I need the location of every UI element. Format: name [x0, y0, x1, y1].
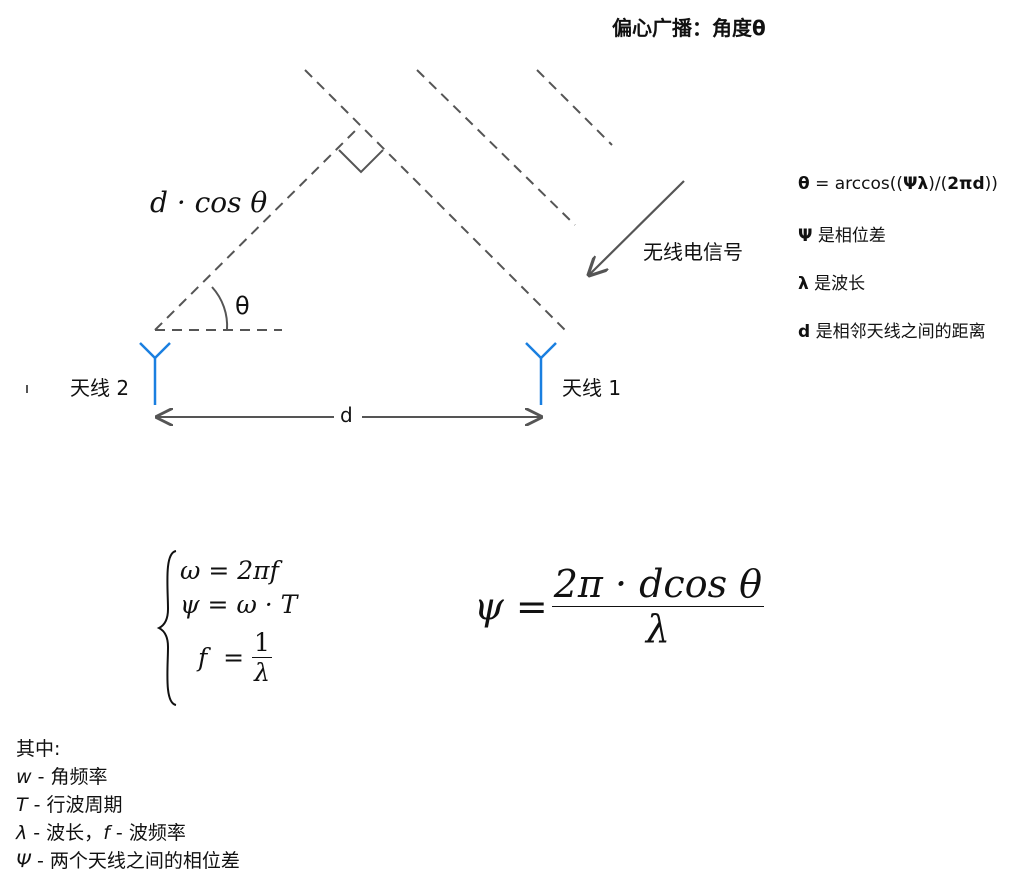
- legend-item-lambda: λ - 波长，f - 波频率: [16, 822, 186, 844]
- note-d: d 是相邻天线之间的距离: [798, 322, 986, 342]
- page-title: 偏心广播：角度θ: [612, 16, 766, 40]
- dcos-label: d · cos θ: [150, 186, 268, 219]
- antenna-2-label: 天线 2: [70, 376, 130, 400]
- distance-label: d: [340, 403, 353, 427]
- antenna-1-label: 天线 1: [562, 376, 622, 400]
- equation-psi-omega: ψ = ω · T: [180, 590, 298, 619]
- legend-item-w: w - 角频率: [16, 766, 108, 788]
- system-brace: [156, 550, 177, 706]
- wavefront-line-2: [416, 69, 576, 226]
- theta-label: θ: [235, 292, 250, 320]
- legend-item-psi: Ψ - 两个天线之间的相位差: [16, 850, 240, 872]
- legend-heading: 其中:: [16, 738, 61, 760]
- legend-item-t: T - 行波周期: [16, 794, 123, 816]
- wavefront-line-1: [304, 69, 569, 334]
- equation-omega: ω = 2πf: [180, 556, 279, 585]
- projection-line: [154, 127, 359, 331]
- right-angle-mark: [338, 149, 384, 174]
- signal-arrow: [589, 180, 685, 275]
- theta-arc: [211, 286, 229, 331]
- antenna-1-icon: [525, 342, 557, 405]
- note-lambda: λ 是波长: [798, 274, 866, 294]
- antenna-2-icon: [139, 342, 171, 405]
- formula-theta: θ = arccos((Ψλ)/(2πd)): [798, 174, 998, 194]
- signal-label: 无线电信号: [643, 240, 743, 264]
- wavefront-line-3: [536, 69, 613, 146]
- note-psi: Ψ 是相位差: [798, 226, 886, 246]
